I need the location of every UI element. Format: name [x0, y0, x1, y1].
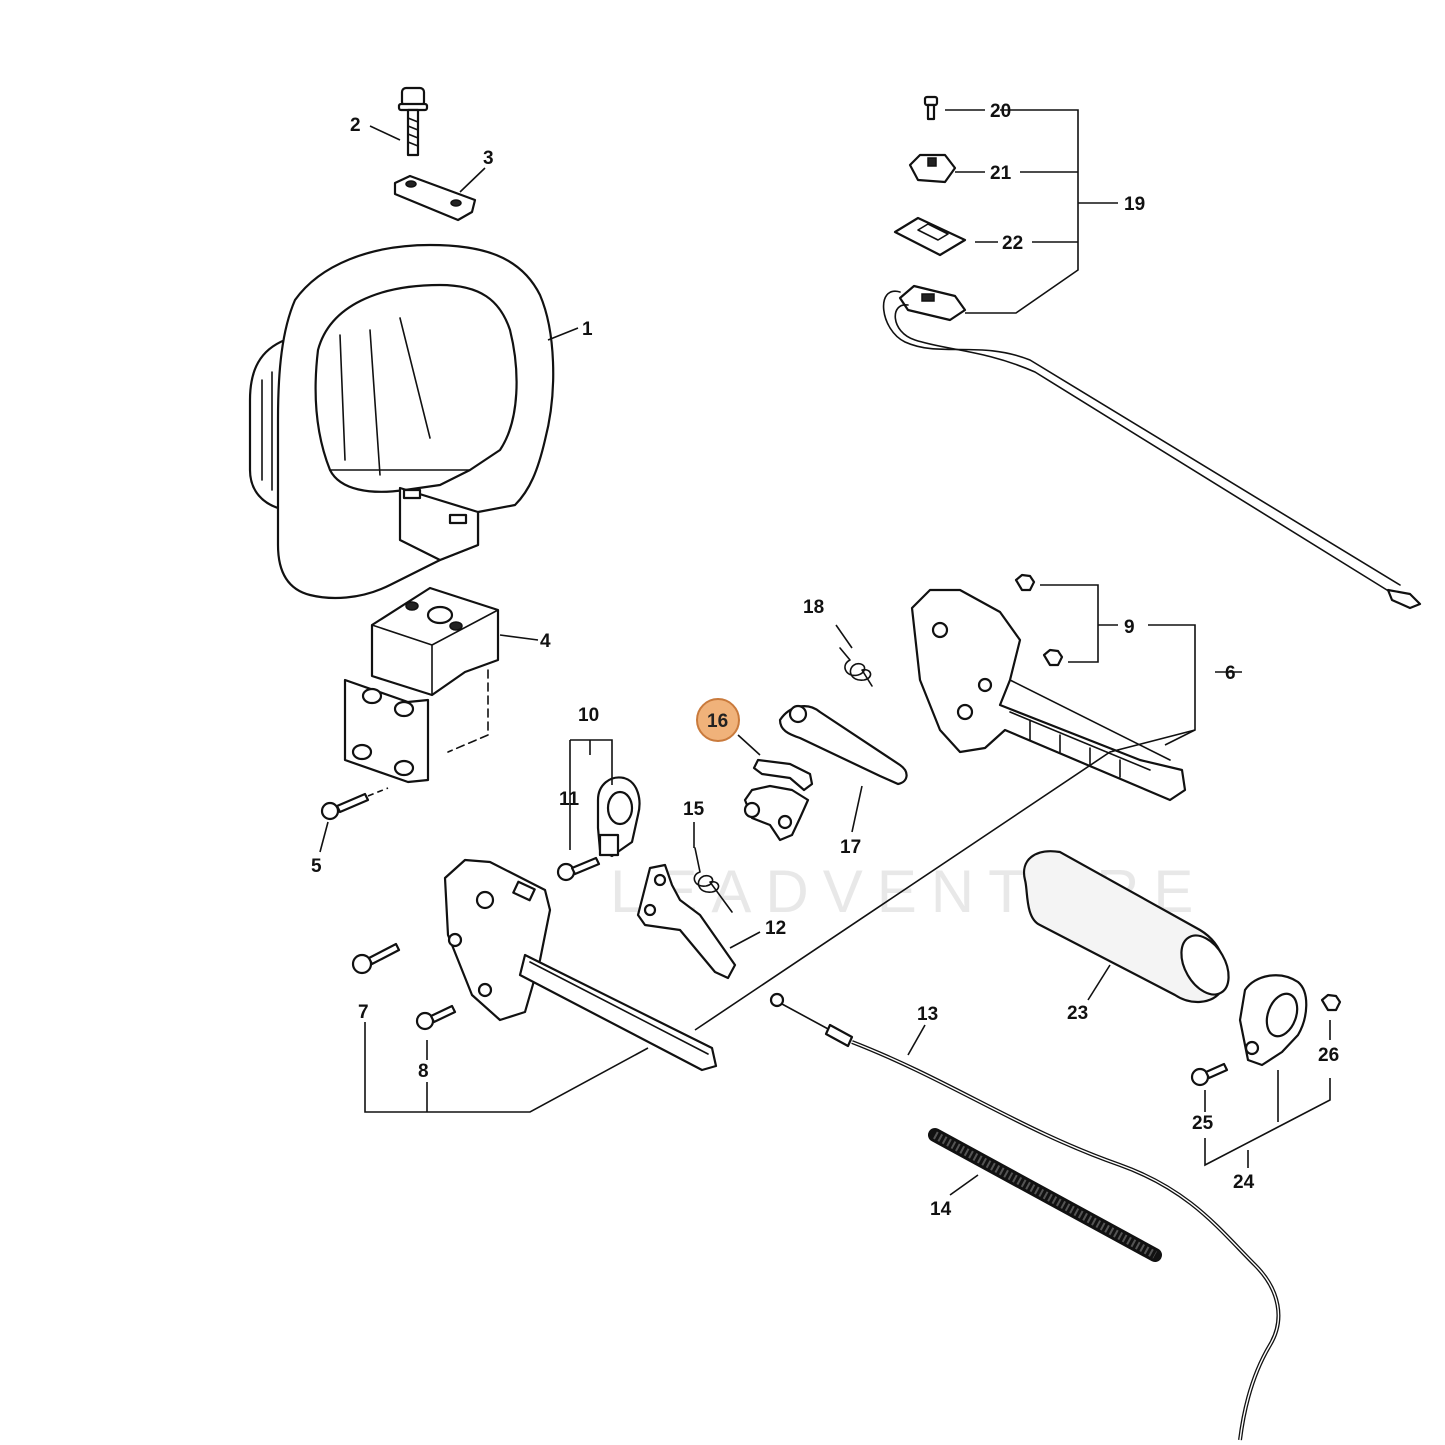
callout-26[interactable]: 26 — [1318, 1045, 1339, 1066]
part-26-nut — [1320, 993, 1342, 1012]
part-8-screw — [415, 1004, 457, 1031]
callout-21[interactable]: 21 — [990, 163, 1012, 184]
callout-16[interactable]: 16 — [707, 711, 728, 732]
callout-4[interactable]: 4 — [540, 631, 551, 652]
callout-6[interactable]: 6 — [1225, 663, 1236, 684]
callout-16-highlight — [697, 699, 739, 741]
part-2-screw — [397, 86, 429, 157]
callout-25[interactable]: 25 — [1192, 1113, 1214, 1134]
callout-19[interactable]: 19 — [1124, 194, 1145, 215]
part-7-8-housing — [443, 858, 718, 1072]
part-12-throttle-lever — [636, 863, 737, 980]
callout-20[interactable]: 20 — [990, 101, 1011, 122]
part-18-spring — [839, 647, 873, 687]
part-23-grip — [1022, 850, 1230, 1003]
part-20-screw — [923, 95, 939, 121]
callout-11[interactable]: 11 — [559, 789, 580, 810]
part-4-clamp — [343, 586, 500, 784]
callout-8[interactable]: 8 — [418, 1061, 429, 1082]
callout-3[interactable]: 3 — [483, 148, 494, 169]
part-25-screw — [1190, 1062, 1229, 1087]
callout-18[interactable]: 18 — [803, 597, 824, 618]
part-19-switch-cable — [882, 284, 1422, 610]
callout-5[interactable]: 5 — [311, 856, 322, 877]
callout-1[interactable]: 1 — [582, 319, 593, 340]
part-24-ring-clamp — [1238, 974, 1308, 1067]
part-15-spring — [693, 847, 733, 913]
callout-24[interactable]: 24 — [1233, 1172, 1255, 1193]
part-9-nuts — [1014, 573, 1064, 667]
part-7-screw — [351, 942, 401, 975]
callout-2[interactable]: 2 — [350, 115, 361, 136]
callout-7[interactable]: 7 — [358, 1002, 369, 1023]
callout-17[interactable]: 17 — [840, 837, 861, 858]
part-10-clamp-ring — [596, 776, 641, 858]
part-3-plate — [393, 174, 477, 222]
part-13-throttle-cable — [769, 992, 1281, 1441]
callout-16-highlight-ring — [696, 698, 740, 742]
part-16-lever — [743, 758, 814, 842]
part-21-cap — [908, 153, 957, 184]
part-17-trigger — [778, 704, 908, 786]
callout-22[interactable]: 22 — [1002, 233, 1023, 254]
part-6-handle-housing — [910, 588, 1187, 802]
callout-15[interactable]: 15 — [683, 799, 705, 820]
part-22-seal — [893, 216, 967, 257]
callout-labels: 2 3 1 4 5 6 7 8 9 10 11 12 13 14 15 16 1… — [311, 101, 1339, 1220]
callout-23[interactable]: 23 — [1067, 1003, 1088, 1024]
part-14-spring-sleeve — [928, 1128, 1162, 1262]
part-5-screw — [320, 787, 389, 821]
part-11-screw — [556, 856, 601, 882]
callout-12[interactable]: 12 — [765, 918, 786, 939]
part-1-loop-handle — [248, 243, 555, 600]
callout-14[interactable]: 14 — [930, 1199, 952, 1220]
callout-9[interactable]: 9 — [1124, 617, 1135, 638]
callout-13[interactable]: 13 — [917, 1004, 938, 1025]
leader-lines — [319, 109, 1331, 1196]
callout-10[interactable]: 10 — [578, 705, 599, 726]
